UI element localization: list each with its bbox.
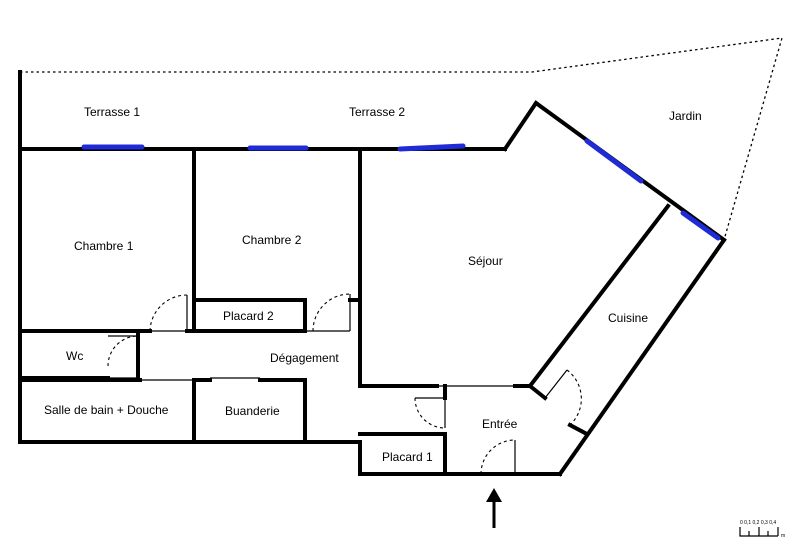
door-swings (107, 293, 582, 475)
room-label-chambre-1: Chambre 1 (74, 239, 134, 253)
scale-ticks-label: 0 0,1 0,2 0,3 0,4 (740, 520, 776, 526)
property-boundary (20, 37, 783, 241)
windows (81, 138, 721, 241)
room-label-sejour: Séjour (468, 254, 503, 268)
room-label-terrasse-1: Terrasse 1 (84, 105, 140, 119)
room-label-degagement: Dégagement (270, 351, 339, 365)
room-label-wc: Wc (66, 349, 83, 363)
scale-unit-label: m (781, 533, 785, 539)
room-label-cuisine: Cuisine (608, 311, 648, 325)
room-label-terrasse-2: Terrasse 2 (349, 105, 405, 119)
entrance-arrow-icon (486, 488, 502, 528)
room-label-placard-2: Placard 2 (223, 309, 274, 323)
room-label-entree: Entrée (482, 417, 518, 431)
room-label-chambre-2: Chambre 2 (242, 233, 302, 247)
room-label-buanderie: Buanderie (225, 404, 280, 418)
room-label-jardin: Jardin (669, 109, 702, 123)
room-label-placard-1: Placard 1 (382, 450, 433, 464)
room-label-salle-de-bain: Salle de bain + Douche (44, 403, 169, 417)
door-frames (108, 330, 515, 475)
room-labels: Terrasse 1 Terrasse 2 Jardin Chambre 1 C… (44, 105, 702, 464)
scale-bar: 0 0,1 0,2 0,3 0,4 m (739, 520, 785, 539)
